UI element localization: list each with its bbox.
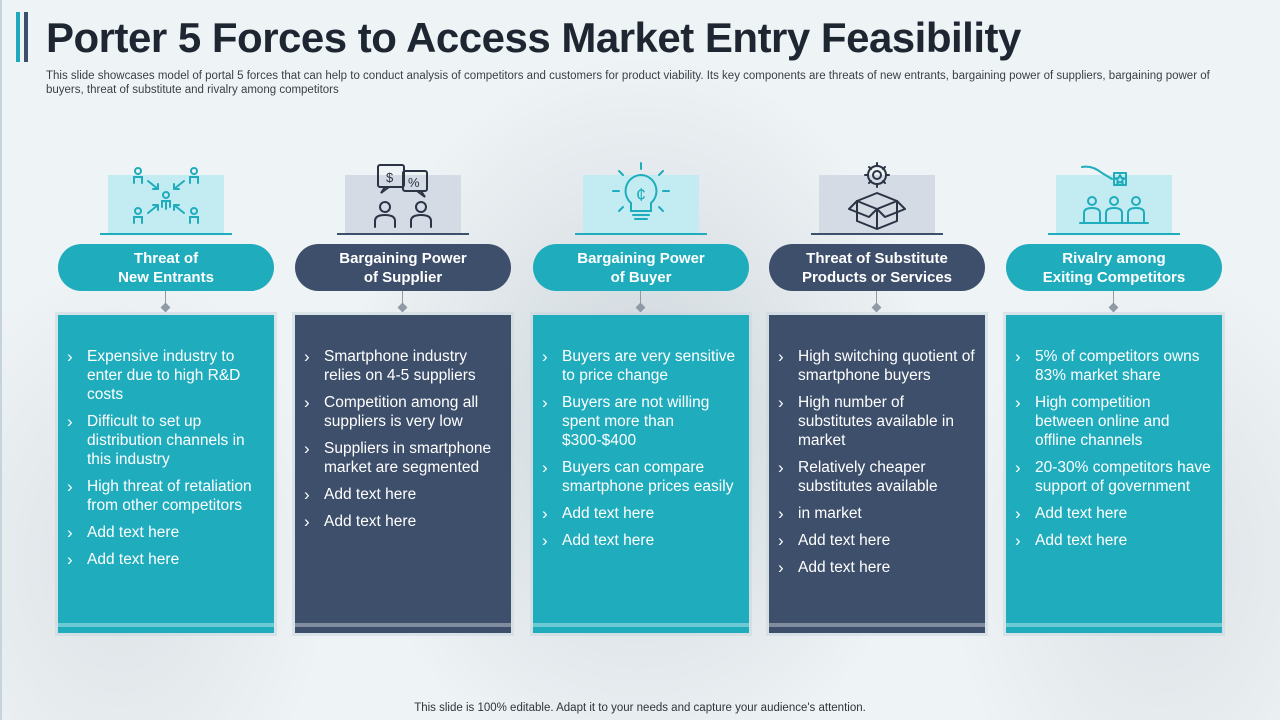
force-card: Smartphone industry relies on 4-5 suppli…	[295, 315, 511, 633]
list-item: High competition between online and offl…	[1015, 393, 1212, 450]
list-item: Smartphone industry relies on 4-5 suppli…	[304, 347, 501, 385]
list-item: Add text here	[67, 550, 264, 569]
title-accent-bar	[16, 12, 20, 62]
list-item: Add text here	[304, 512, 501, 531]
force-card: 5% of competitors owns 83% market share …	[1006, 315, 1222, 633]
page-title: Porter 5 Forces to Access Market Entry F…	[46, 14, 1021, 61]
force-card: Buyers are very sensitive to price chang…	[533, 315, 749, 633]
list-item: Competition among all suppliers is very …	[304, 393, 501, 431]
footer-note: This slide is 100% editable. Adapt it to…	[414, 702, 866, 714]
force-card: Expensive industry to enter due to high …	[58, 315, 274, 633]
box-gear-icon	[848, 162, 906, 230]
title-accent-bar-dark	[24, 12, 28, 62]
svg-text:¢: ¢	[636, 185, 646, 205]
list-item: Buyers can compare smartphone prices eas…	[542, 458, 739, 496]
svg-text:%: %	[408, 175, 420, 190]
icon-panel: ¢	[575, 162, 707, 235]
list-item: Add text here	[304, 485, 501, 504]
negotiation-icon: $ %	[374, 164, 432, 228]
list-item: 5% of competitors owns 83% market share	[1015, 347, 1212, 385]
list-item: Difficult to set up distribution channel…	[67, 412, 264, 469]
list-item: Add text here	[542, 504, 739, 523]
icon-panel	[1048, 165, 1180, 235]
list-item: High switching quotient of smartphone bu…	[778, 347, 975, 385]
competitors-icon	[1079, 165, 1149, 224]
list-item: Suppliers in smartphone market are segme…	[304, 439, 501, 477]
left-edge-line	[0, 0, 2, 720]
network-people-icon	[133, 167, 199, 224]
list-item: Add text here	[778, 558, 975, 577]
list-item: Expensive industry to enter due to high …	[67, 347, 264, 404]
page-subtitle: This slide showcases model of portal 5 f…	[46, 70, 1210, 96]
icon-panel	[100, 167, 232, 235]
list-item: Add text here	[1015, 531, 1212, 550]
icon-panel: $ %	[337, 164, 469, 235]
force-card: High switching quotient of smartphone bu…	[769, 315, 985, 633]
list-item: Buyers are not willing spent more than $…	[542, 393, 739, 450]
lightbulb-cent-icon: ¢	[612, 162, 670, 220]
list-item: High number of substitutes available in …	[778, 393, 975, 450]
list-item: Add text here	[67, 523, 264, 542]
list-item: in market	[778, 504, 975, 523]
list-item: High threat of retaliation from other co…	[67, 477, 264, 515]
list-item: 20-30% competitors have support of gover…	[1015, 458, 1212, 496]
list-item: Relatively cheaper substitutes available	[778, 458, 975, 496]
list-item: Add text here	[1015, 504, 1212, 523]
list-item: Buyers are very sensitive to price chang…	[542, 347, 739, 385]
icon-panel	[811, 162, 943, 235]
svg-text:$: $	[386, 170, 394, 185]
list-item: Add text here	[778, 531, 975, 550]
list-item: Add text here	[542, 531, 739, 550]
